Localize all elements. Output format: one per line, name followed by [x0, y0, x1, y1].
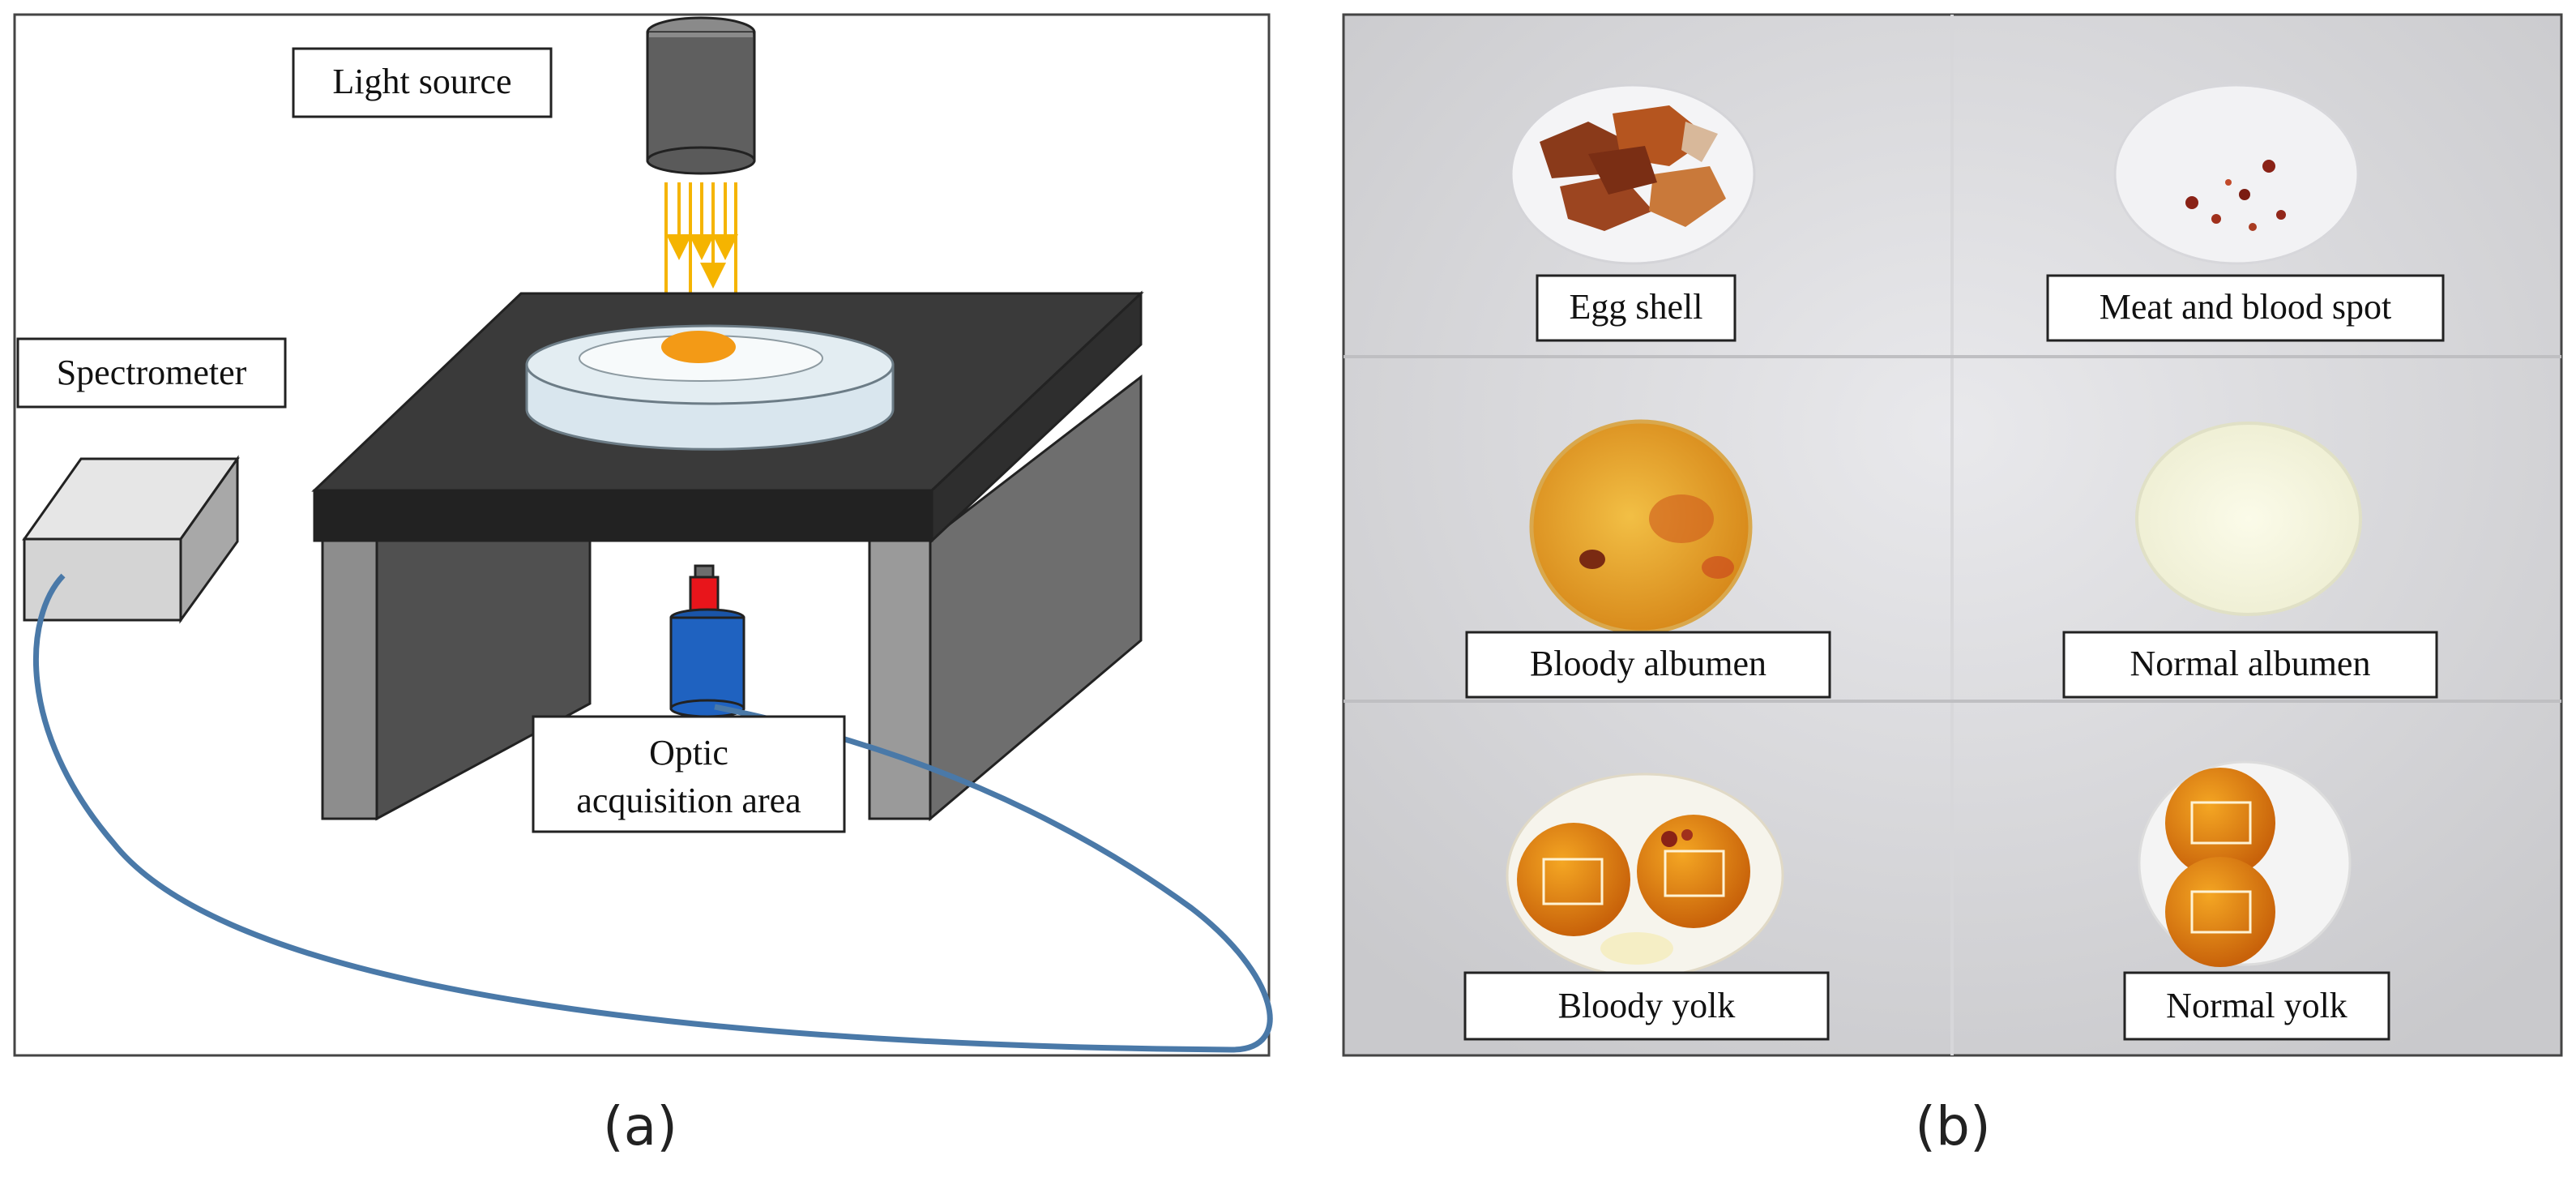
sample-label-meat-blood-spot: Meat and blood spot [2046, 274, 2445, 342]
label-light-source-text: Light source [332, 62, 511, 101]
label-optic-line1: Optic [649, 733, 728, 773]
sample-label-normal-yolk-text: Normal yolk [2166, 986, 2347, 1025]
panel-a-caption: (a) [603, 1095, 677, 1158]
optic-probe [669, 564, 745, 718]
egg-yolk [661, 331, 736, 363]
sample-egg-shell-photo [1510, 83, 1756, 265]
light-source-lamp [646, 16, 756, 175]
panel-b-caption: (b) [1915, 1095, 1990, 1158]
sample-label-bloody-albumen-text: Bloody albumen [1530, 644, 1766, 683]
sample-normal-albumen-photo [2135, 422, 2362, 616]
sample-label-normal-albumen-text: Normal albumen [2130, 644, 2371, 683]
sample-label-egg-shell-text: Egg shell [1570, 287, 1703, 327]
label-optic-acquisition-area: Optic acquisition area [532, 715, 846, 833]
spectrometer-box [22, 455, 240, 624]
label-spectrometer-text: Spectrometer [57, 353, 247, 392]
panel-a: Light source Spectrometer Optic acquisit… [13, 13, 1273, 1158]
label-optic-line2: acquisition area [576, 781, 801, 820]
sample-bloody-yolk-photo [1506, 773, 1784, 978]
panel-b: Egg shell Meat and blood spot Bloody alb… [1342, 13, 2563, 1158]
sample-label-bloody-yolk-text: Bloody yolk [1558, 986, 1736, 1025]
sample-label-normal-yolk: Normal yolk [2123, 971, 2390, 1041]
fiber-cable [33, 573, 1273, 1053]
table-legs [321, 374, 1143, 822]
sample-meat-blood-spot-photo [2113, 83, 2360, 265]
label-spectrometer: Spectrometer [16, 337, 287, 409]
sample-label-bloody-albumen: Bloody albumen [1465, 631, 1831, 699]
sample-label-normal-albumen: Normal albumen [2062, 631, 2438, 699]
sample-label-meat-blood-spot-text: Meat and blood spot [2100, 287, 2392, 327]
light-rays [653, 182, 749, 325]
sample-label-bloody-yolk: Bloody yolk [1463, 971, 1830, 1041]
sample-bloody-albumen-photo [1529, 419, 1753, 635]
sample-normal-yolk-photo [2138, 760, 2352, 967]
sample-label-egg-shell: Egg shell [1536, 274, 1737, 342]
petri-dish [525, 324, 895, 451]
label-light-source: Light source [292, 47, 553, 118]
